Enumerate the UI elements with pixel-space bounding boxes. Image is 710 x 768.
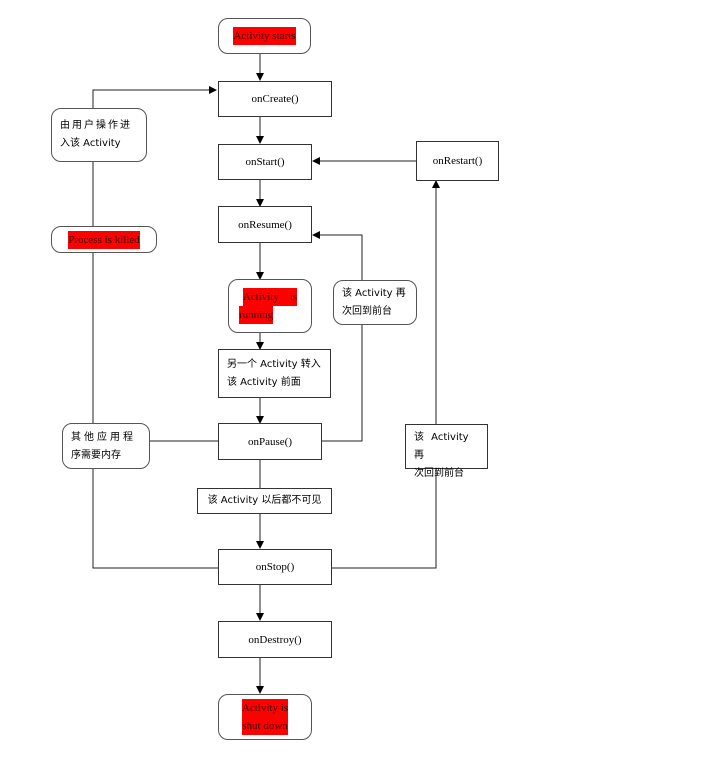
onstop-label: onStop()	[255, 561, 295, 573]
oncreate-node: onCreate()	[218, 81, 332, 117]
return-foreground-b-node: 该 Activity 再 次回到前台	[405, 424, 488, 479]
onstart-label: onStart()	[245, 156, 285, 168]
user-navigates-label-1: 由用户操作进	[60, 120, 132, 131]
onstop-node: onStop()	[218, 549, 332, 585]
onresume-node: onResume()	[218, 206, 312, 243]
return-foreground-b-label-2: 次回到前台	[414, 468, 464, 479]
onresume-label: onResume()	[238, 218, 292, 231]
ondestroy-label: onDestroy()	[248, 633, 302, 646]
arrow-onstop-to-oncreate	[92, 86, 218, 569]
return-foreground-a-node: 该 Activity 再 次回到前台	[333, 280, 417, 325]
other-apps-memory-node: 其他应用程 序需要内存	[62, 423, 150, 469]
running-label-1: Activity is	[242, 288, 298, 306]
start-node: Activity starts	[218, 18, 311, 54]
another-activity-node: 另一个 Activity 转入 该 Activity 前面	[218, 349, 331, 398]
other-apps-memory-label-1: 其他应用程	[71, 432, 136, 443]
onpause-node: onPause()	[218, 423, 322, 460]
other-apps-memory-label-2: 序需要内存	[71, 450, 121, 461]
ondestroy-node: onDestroy()	[218, 621, 332, 658]
onrestart-label: onRestart()	[432, 155, 483, 167]
invisible-label: 该 Activity 以后都不可见	[207, 495, 322, 506]
onpause-label: onPause()	[248, 435, 292, 448]
return-foreground-b-label-1: 该 Activity 再	[414, 432, 469, 461]
shutdown-node: Activity is shut down	[218, 694, 312, 740]
running-label-2: running	[239, 306, 274, 324]
user-navigates-node: 由用户操作进 入该 Activity	[51, 108, 147, 162]
start-label: Activity starts	[233, 27, 296, 45]
onstart-node: onStart()	[218, 144, 312, 180]
arrow-onpause-to-onresume	[312, 231, 363, 442]
user-navigates-label-2: 入该 Activity	[60, 138, 121, 149]
shutdown-label-2: shut down	[242, 717, 288, 735]
process-killed-label: Process is killed	[68, 230, 140, 249]
onrestart-node: onRestart()	[416, 141, 499, 181]
another-activity-label-1: 另一个 Activity 转入	[227, 359, 321, 370]
arrow-onstop-to-onrestart	[332, 180, 440, 569]
oncreate-label: onCreate()	[251, 93, 299, 105]
invisible-node: 该 Activity 以后都不可见	[197, 488, 332, 514]
return-foreground-a-label-1: 该 Activity 再	[342, 288, 406, 299]
shutdown-label-1: Activity is	[241, 699, 289, 717]
process-killed-node: Process is killed	[51, 226, 157, 253]
return-foreground-a-label-2: 次回到前台	[342, 306, 392, 317]
another-activity-label-2: 该 Activity 前面	[227, 377, 301, 388]
running-node: Activity is running	[228, 279, 312, 333]
